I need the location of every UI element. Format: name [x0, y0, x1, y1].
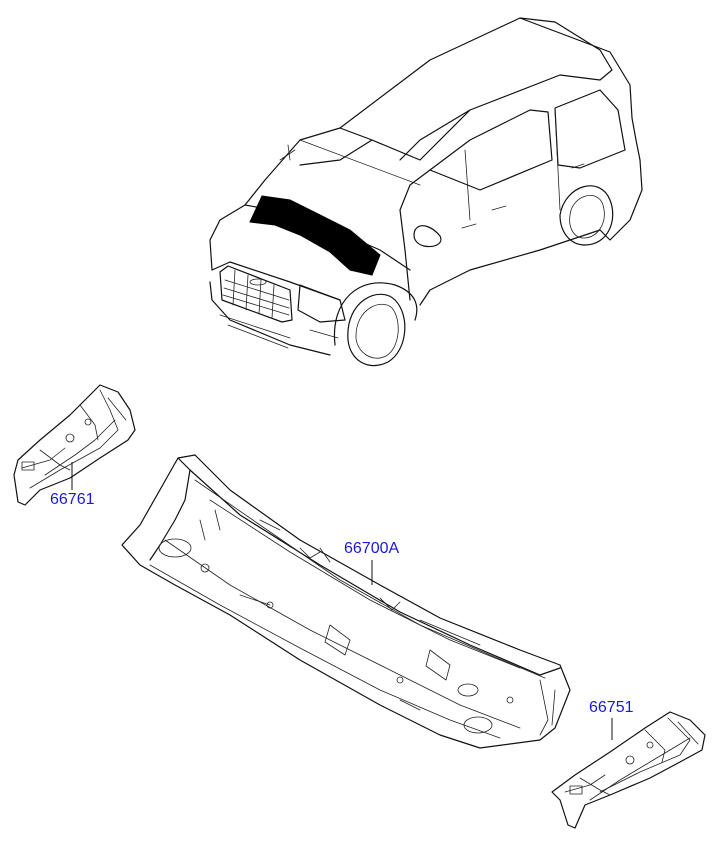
part-label-66751[interactable]: 66751 [589, 699, 634, 716]
part-66700A-drawing [121, 454, 571, 749]
vehicle-illustration [209, 17, 643, 367]
part-label-66700A[interactable]: 66700A [344, 540, 400, 557]
cowl-highlight [249, 195, 381, 276]
part-66761-drawing [13, 384, 136, 506]
part-label-66761[interactable]: 66761 [50, 491, 95, 508]
part-66751-drawing [551, 711, 706, 829]
